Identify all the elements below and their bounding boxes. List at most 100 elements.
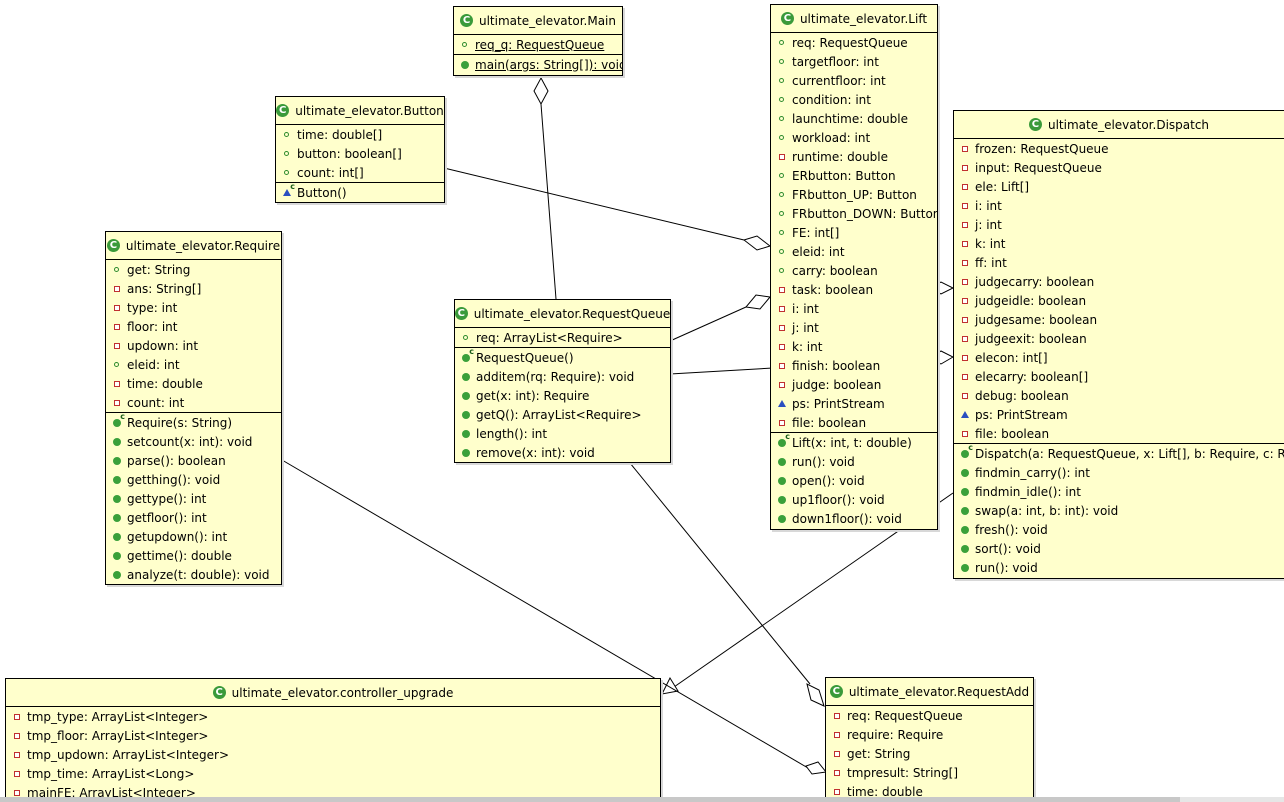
field-row: count: int[] (276, 163, 444, 182)
private-field-icon (960, 296, 969, 305)
public-method-icon (461, 429, 470, 438)
aggregation-diamond (533, 76, 549, 106)
class-icon: C (1028, 118, 1042, 131)
field-row: judgeexit: boolean (954, 329, 1284, 348)
field-row: button: boolean[] (276, 144, 444, 163)
field-row: time: double (826, 782, 1033, 801)
method-row: Lift(x: int, t: double) (771, 432, 937, 452)
private-field-icon (112, 398, 121, 407)
private-field-icon (960, 163, 969, 172)
method-row: fresh(): void (954, 520, 1284, 539)
method-row: analyze(t: double): void (106, 565, 281, 584)
field-row: finish: boolean (771, 356, 937, 375)
horizontal-scrollbar[interactable] (0, 797, 1284, 802)
method-row: down1floor(): void (771, 509, 937, 528)
private-field-icon (777, 285, 786, 294)
public-method-icon (777, 476, 786, 485)
private-field-icon (832, 749, 841, 758)
public-field-icon (460, 40, 469, 49)
protected-field-icon (960, 410, 969, 419)
constructor-icon (112, 412, 125, 427)
field-row: i: int (954, 196, 1284, 215)
class-icon: C (459, 14, 473, 27)
public-method-icon (960, 563, 969, 572)
private-field-icon (777, 342, 786, 351)
public-field-icon (282, 149, 291, 158)
class-title: ultimate_elevator.controller_upgrade (231, 685, 454, 700)
private-field-icon (12, 750, 21, 759)
method-row: getupdown(): int (106, 527, 281, 546)
field-row: input: RequestQueue (954, 158, 1284, 177)
public-method-icon (112, 570, 121, 579)
private-field-icon (777, 380, 786, 389)
private-field-icon (832, 787, 841, 796)
field-row: j: int (771, 318, 937, 337)
private-field-icon (832, 730, 841, 739)
class-icon: C (780, 12, 794, 25)
private-field-icon (960, 429, 969, 438)
scrollbar-thumb[interactable] (0, 797, 1180, 802)
fields-section: get: String ans: String[] type: int floo… (106, 260, 281, 413)
method-row: Dispatch(a: RequestQueue, x: Lift[], b: … (954, 443, 1284, 463)
constructor-icon (461, 347, 474, 362)
public-method-icon (777, 495, 786, 504)
field-row: runtime: double (771, 147, 937, 166)
private-field-icon (960, 144, 969, 153)
field-row: judgeidle: boolean (954, 291, 1284, 310)
method-row: run(): void (954, 558, 1284, 577)
field-row: FRbutton_DOWN: Button (771, 204, 937, 223)
public-field-icon (777, 190, 786, 199)
method-row: get(x: int): Require (455, 386, 670, 405)
method-row: gettype(): int (106, 489, 281, 508)
method-row: getfloor(): int (106, 508, 281, 527)
class-title: ultimate_elevator.RequestQueue (473, 306, 671, 321)
fields-section: tmp_type: ArrayList<Integer> tmp_floor: … (6, 707, 660, 802)
private-field-icon (960, 353, 969, 362)
field-row: tmp_floor: ArrayList<Integer> (6, 726, 660, 745)
public-method-icon (112, 551, 121, 560)
field-row: j: int (954, 215, 1284, 234)
field-row: judgecarry: boolean (954, 272, 1284, 291)
field-row: judgesame: boolean (954, 310, 1284, 329)
public-method-icon (461, 448, 470, 457)
method-row: remove(x: int): void (455, 443, 670, 462)
method-row: Button() (276, 182, 444, 202)
edge-main-requestqueue (540, 103, 557, 300)
public-method-icon (777, 457, 786, 466)
edge-requestqueue-lift (669, 306, 747, 342)
class-title: ultimate_elevator.Button (295, 103, 444, 118)
protected-constructor-icon (282, 182, 295, 197)
private-field-icon (960, 239, 969, 248)
method-row: sort(): void (954, 539, 1284, 558)
field-row: req: RequestQueue (771, 33, 937, 52)
method-row: findmin_idle(): int (954, 482, 1284, 501)
field-row: i: int (771, 299, 937, 318)
public-field-icon (282, 130, 291, 139)
aggregation-diamond (805, 761, 827, 775)
method-row: swap(a: int, b: int): void (954, 501, 1284, 520)
private-field-icon (112, 284, 121, 293)
field-row: condition: int (771, 90, 937, 109)
field-row: type: int (106, 298, 281, 317)
method-row: Require(s: String) (106, 412, 281, 432)
public-method-icon (112, 437, 121, 446)
field-row: eleid: int (106, 355, 281, 374)
private-field-icon (777, 361, 786, 370)
field-row: targetfloor: int (771, 52, 937, 71)
public-field-icon (777, 209, 786, 218)
field-row: elecarry: boolean[] (954, 367, 1284, 386)
field-row: time: double[] (276, 125, 444, 144)
public-field-icon (777, 76, 786, 85)
field-row: require: Require (826, 725, 1033, 744)
